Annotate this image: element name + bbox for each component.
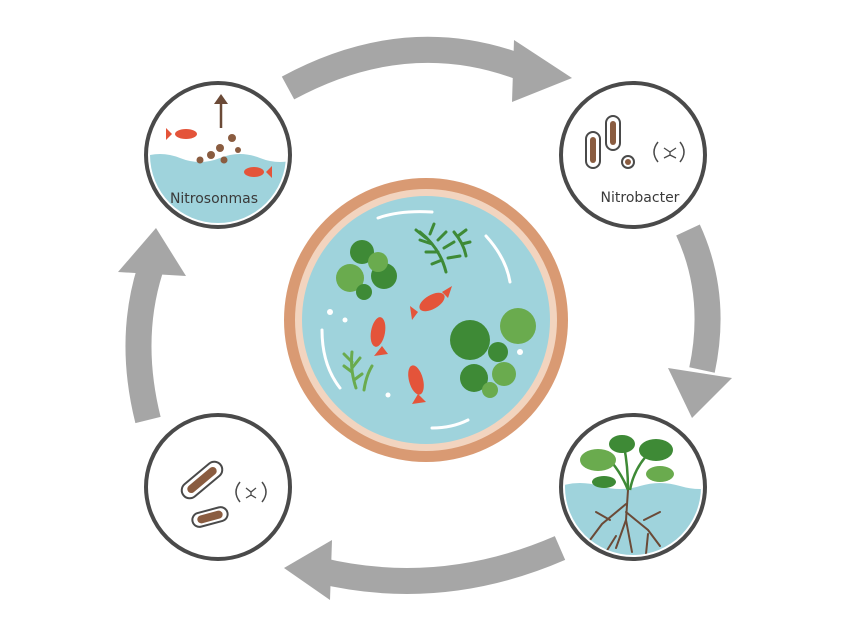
rod-bacteria-icon <box>585 115 685 169</box>
arrow-left <box>125 266 163 424</box>
arrow-head-right <box>668 368 732 418</box>
lily-pad <box>500 308 536 344</box>
arrow-head-bottom <box>284 540 332 600</box>
lily-pad <box>350 240 374 264</box>
cycle-arrows <box>125 36 721 594</box>
lily-pad <box>460 364 488 392</box>
node-label-nitrosomonas: Nitrosonmas <box>170 191 258 207</box>
arrow-top <box>281 36 533 100</box>
lily-pad <box>492 362 516 386</box>
lily-pad <box>336 264 364 292</box>
pond-icon <box>284 178 568 462</box>
lily-pad <box>488 342 508 362</box>
fish-icon <box>408 365 426 404</box>
node-bottom-right <box>559 413 707 561</box>
node-bottom-left <box>144 413 292 561</box>
arrow-head-left <box>118 228 186 276</box>
node-label-nitrobacter: Nitrobacter <box>601 190 680 206</box>
arrow-right <box>676 224 721 373</box>
seaweed-icon <box>342 350 374 392</box>
rod-bacteria-icon <box>180 460 267 528</box>
fish-icon <box>370 317 388 356</box>
fish-icon <box>410 286 452 320</box>
fern-icon <box>414 222 472 274</box>
arrow-heads <box>118 40 732 600</box>
arrow-bottom <box>314 536 566 594</box>
arrow-head-top <box>512 40 572 102</box>
lily-pad <box>450 320 490 360</box>
node-top-right: Nitrobacter <box>559 81 707 229</box>
node-top-left: Nitrosonmas <box>144 81 292 229</box>
lily-pad <box>368 252 388 272</box>
